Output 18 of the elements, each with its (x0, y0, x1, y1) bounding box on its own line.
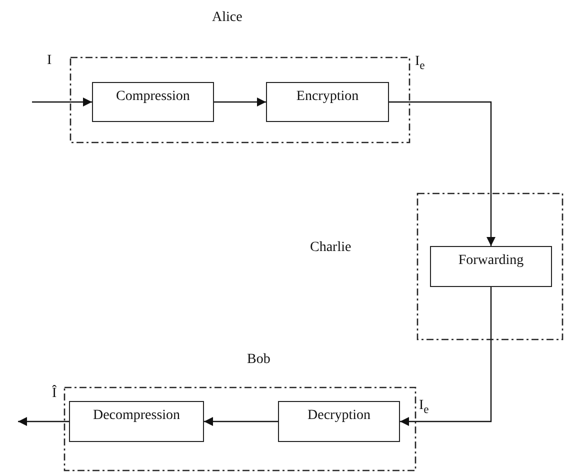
signal-label: I$_{e}$ (415, 54, 425, 72)
group-heading: Charlie (310, 240, 352, 256)
arrow (18, 417, 69, 426)
signal-label: Î (52, 386, 57, 402)
group-heading: Alice (212, 10, 242, 26)
group-heading: Bob (247, 352, 270, 368)
process-box: Decryption (278, 401, 400, 442)
process-box: Encryption (266, 82, 389, 122)
process-box: Forwarding (430, 246, 552, 287)
arrow (32, 98, 92, 106)
process-box: Decompression (69, 401, 204, 442)
signal-label: I$_{e}$ (419, 398, 429, 416)
arrow (204, 417, 278, 426)
signal-label: I (47, 53, 52, 69)
arrow (214, 98, 266, 106)
process-box: Compression (92, 82, 214, 122)
arrow (400, 287, 492, 426)
arrow (389, 101, 496, 246)
